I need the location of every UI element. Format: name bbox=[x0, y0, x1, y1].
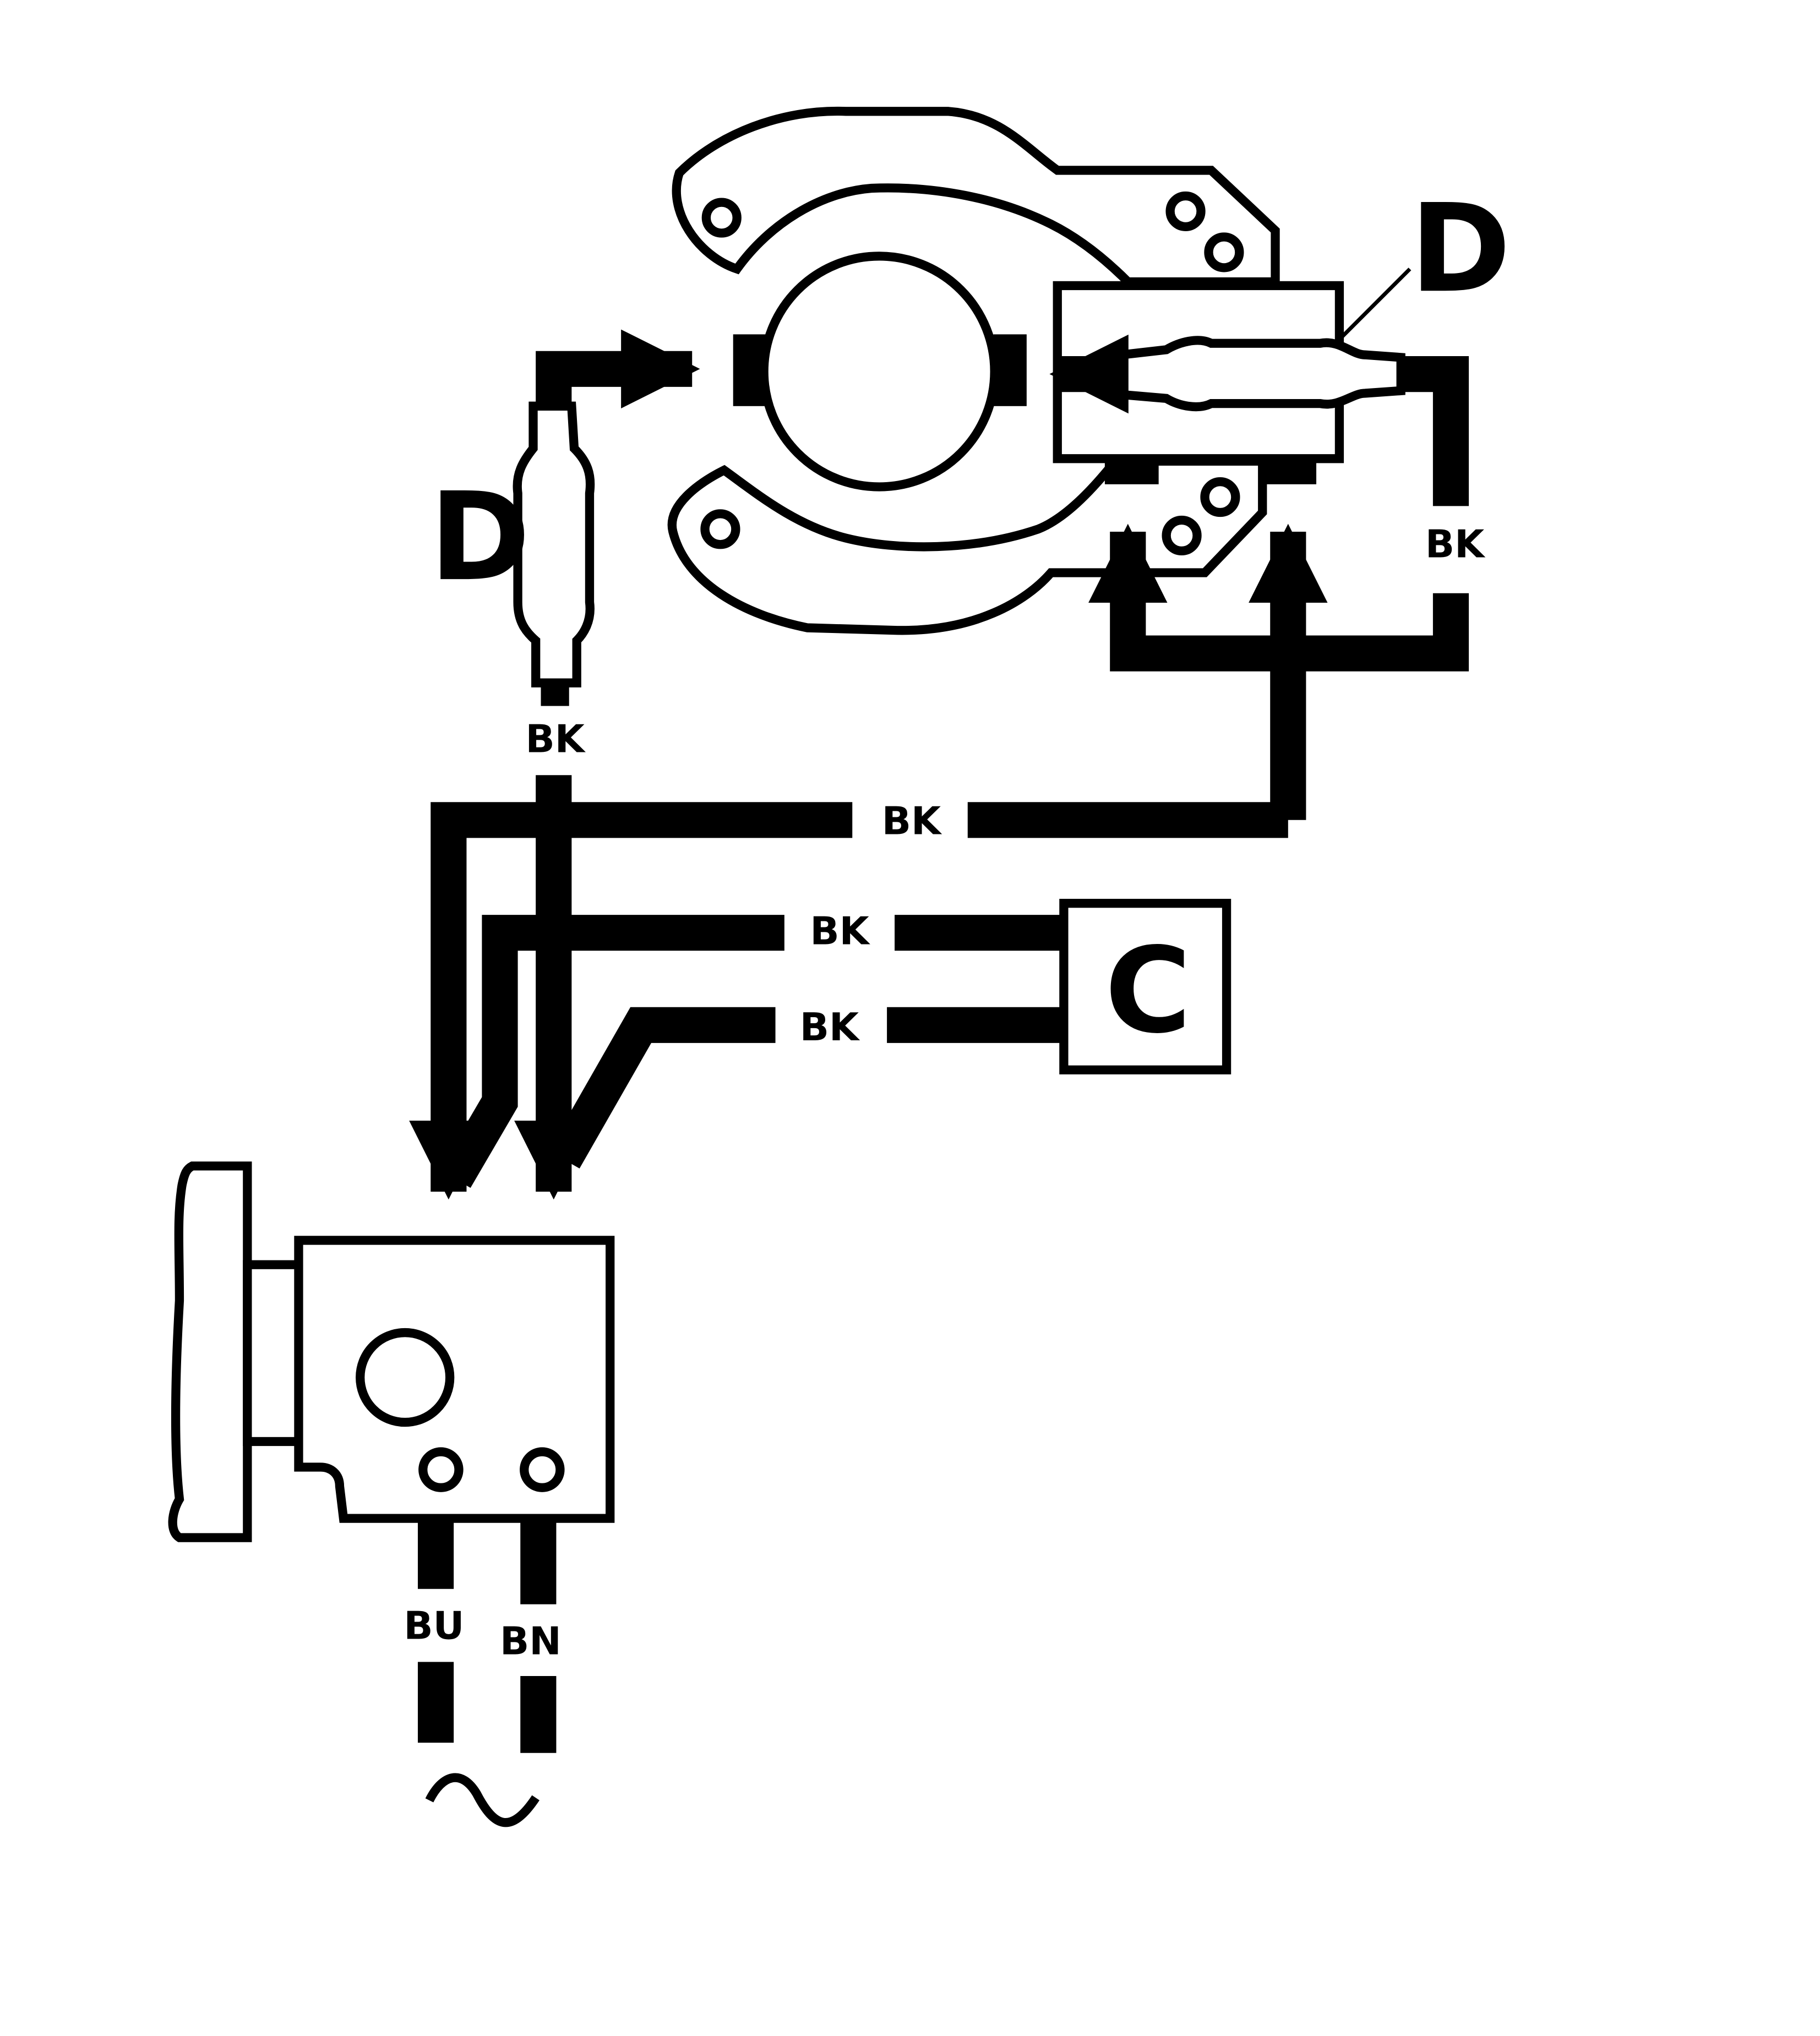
label-supply-brown: BN bbox=[500, 1619, 562, 1663]
ac-supply: ~ bbox=[0, 18, 540, 1827]
motor-shaft-coupling bbox=[243, 1260, 306, 1447]
label-right-heater-lead: BK bbox=[1425, 522, 1486, 567]
motor-terminal-blue bbox=[418, 1447, 464, 1492]
motor-terminal-brown bbox=[520, 1447, 565, 1492]
wire-labels: BK BK BK BK BK BU BN bbox=[404, 522, 1486, 1664]
motor-fan-housing bbox=[168, 1161, 252, 1542]
clamp-upper-half bbox=[672, 106, 1280, 287]
wiring bbox=[409, 329, 1469, 1753]
heater-label-left: D bbox=[429, 467, 531, 608]
clamp-hole bbox=[1162, 515, 1202, 556]
clamp-hole bbox=[700, 509, 740, 549]
label-supply-blue: BU bbox=[404, 1603, 464, 1648]
heater-cartridge-right bbox=[1116, 336, 1405, 412]
wire-capacitor-upper-left bbox=[439, 915, 784, 1188]
heater-element-left: D bbox=[429, 401, 595, 706]
wire-main-feed-left bbox=[409, 802, 853, 1200]
clamp-hole bbox=[701, 198, 742, 238]
ac-supply-symbol-icon bbox=[425, 1773, 540, 1827]
clamp-hole bbox=[1165, 191, 1206, 232]
capacitor-box bbox=[1059, 898, 1232, 1074]
label-main-feed: BK bbox=[882, 799, 942, 843]
heater-label-right: D bbox=[1410, 178, 1511, 320]
terminal-pad bbox=[1104, 458, 1159, 484]
motor-port bbox=[356, 1328, 455, 1427]
heater-cap-left bbox=[541, 683, 569, 706]
label-left-heater-lead: BK bbox=[526, 717, 586, 761]
ac-supply-symbol-text: ~ bbox=[0, 18, 1, 20]
wire-right-heater-lead-upper bbox=[1401, 356, 1469, 506]
pipe bbox=[759, 252, 999, 492]
wire-capacitor-lower-left bbox=[548, 1007, 776, 1169]
pipe-clamp bbox=[667, 106, 1344, 635]
wire-left-heater-to-pipe bbox=[536, 329, 700, 408]
capacitor-label: C bbox=[1105, 922, 1191, 1060]
label-capacitor-upper: BK bbox=[810, 909, 870, 954]
motor-body bbox=[294, 1236, 615, 1523]
terminal-pad bbox=[1262, 458, 1317, 484]
motor bbox=[168, 1161, 615, 1542]
clamp-hole bbox=[1200, 477, 1240, 517]
clamp-hole bbox=[1204, 232, 1244, 272]
clamp-lower-half bbox=[667, 456, 1267, 635]
leader-line bbox=[1338, 268, 1412, 341]
label-capacitor-lower: BK bbox=[800, 1005, 860, 1050]
contact-pad-right bbox=[993, 334, 1027, 406]
contact-pad-left bbox=[733, 334, 767, 406]
capacitor: C bbox=[1059, 898, 1232, 1074]
